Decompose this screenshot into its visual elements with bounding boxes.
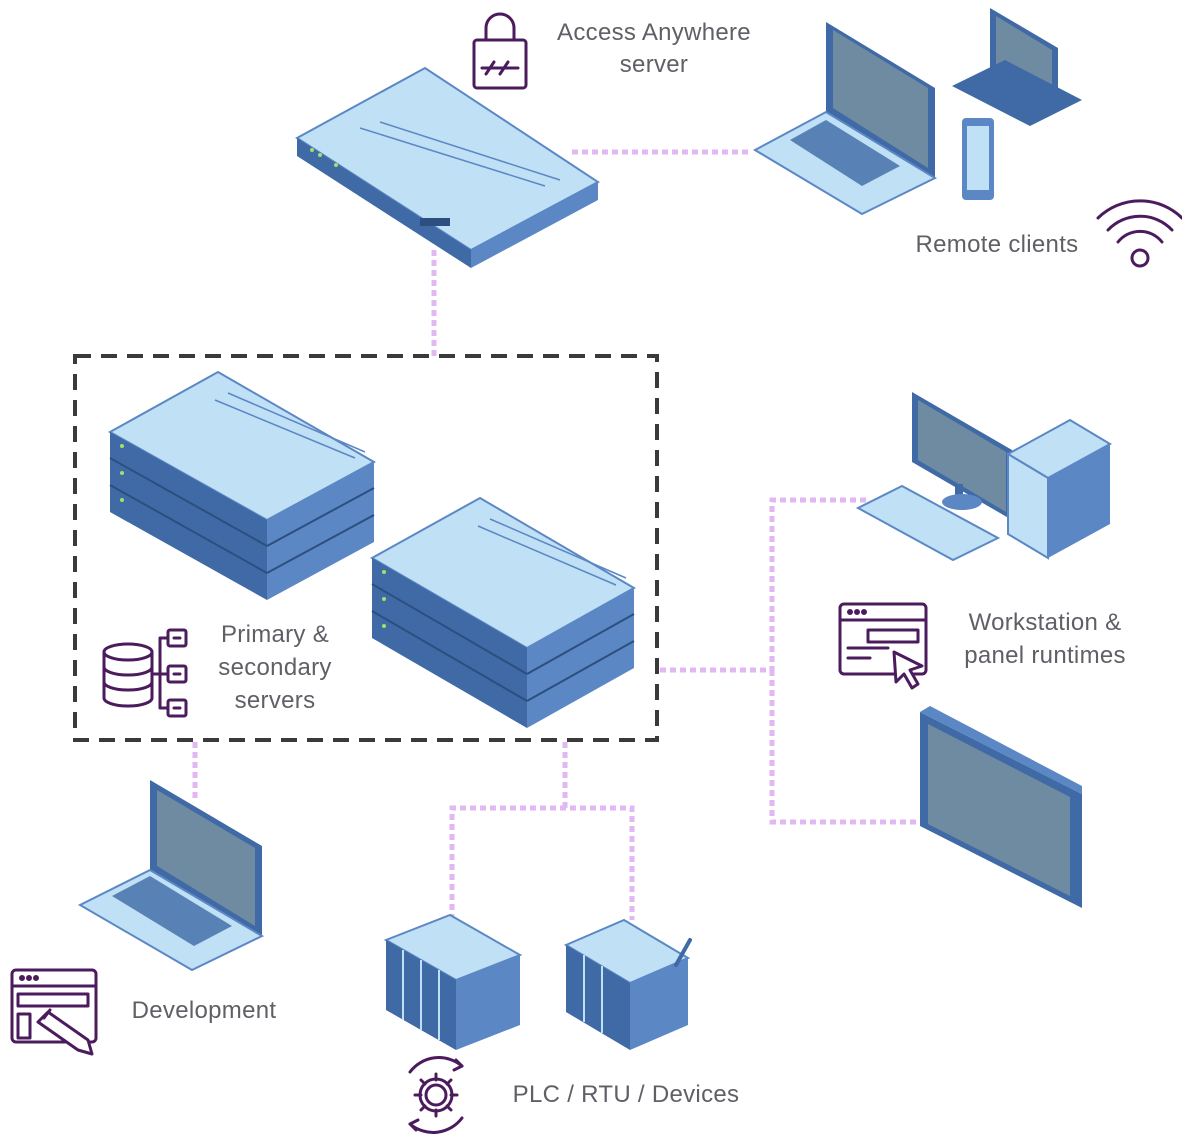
connector-devices-branch <box>449 805 635 920</box>
label-primary-1: Primary & <box>221 621 329 648</box>
remote-clients-devices <box>752 8 1082 216</box>
gear-cycle-icon <box>408 1056 464 1134</box>
plc-rtu-devices <box>383 913 692 1050</box>
database-icon <box>102 628 188 718</box>
server-group-box <box>73 354 659 742</box>
window-pencil-icon <box>10 968 98 1056</box>
wifi-icon <box>1096 199 1182 268</box>
label-devices: PLC / RTU / Devices <box>513 1081 740 1108</box>
connector-lines <box>192 149 920 920</box>
development-laptop <box>77 780 265 972</box>
workstation-computer <box>855 392 1113 562</box>
label-remote-clients: Remote clients <box>916 231 1079 258</box>
connector-group-to-panel <box>769 670 920 825</box>
lock-icon <box>472 12 528 90</box>
label-workstation-2: panel runtimes <box>964 642 1126 669</box>
label-access-server: server <box>620 51 688 78</box>
label-development: Development <box>132 997 277 1024</box>
label-access-anywhere: Access Anywhere <box>557 19 751 46</box>
panel-display <box>920 706 1082 908</box>
connector-group-to-workstation <box>660 497 870 673</box>
label-primary-3: servers <box>235 687 316 714</box>
secondary-server-stack <box>369 496 637 728</box>
label-workstation-1: Workstation & <box>969 609 1122 636</box>
primary-server-stack <box>107 370 377 600</box>
window-cursor-icon <box>838 602 928 690</box>
access-anywhere-server <box>295 66 600 268</box>
label-primary-2: secondary <box>218 654 331 681</box>
